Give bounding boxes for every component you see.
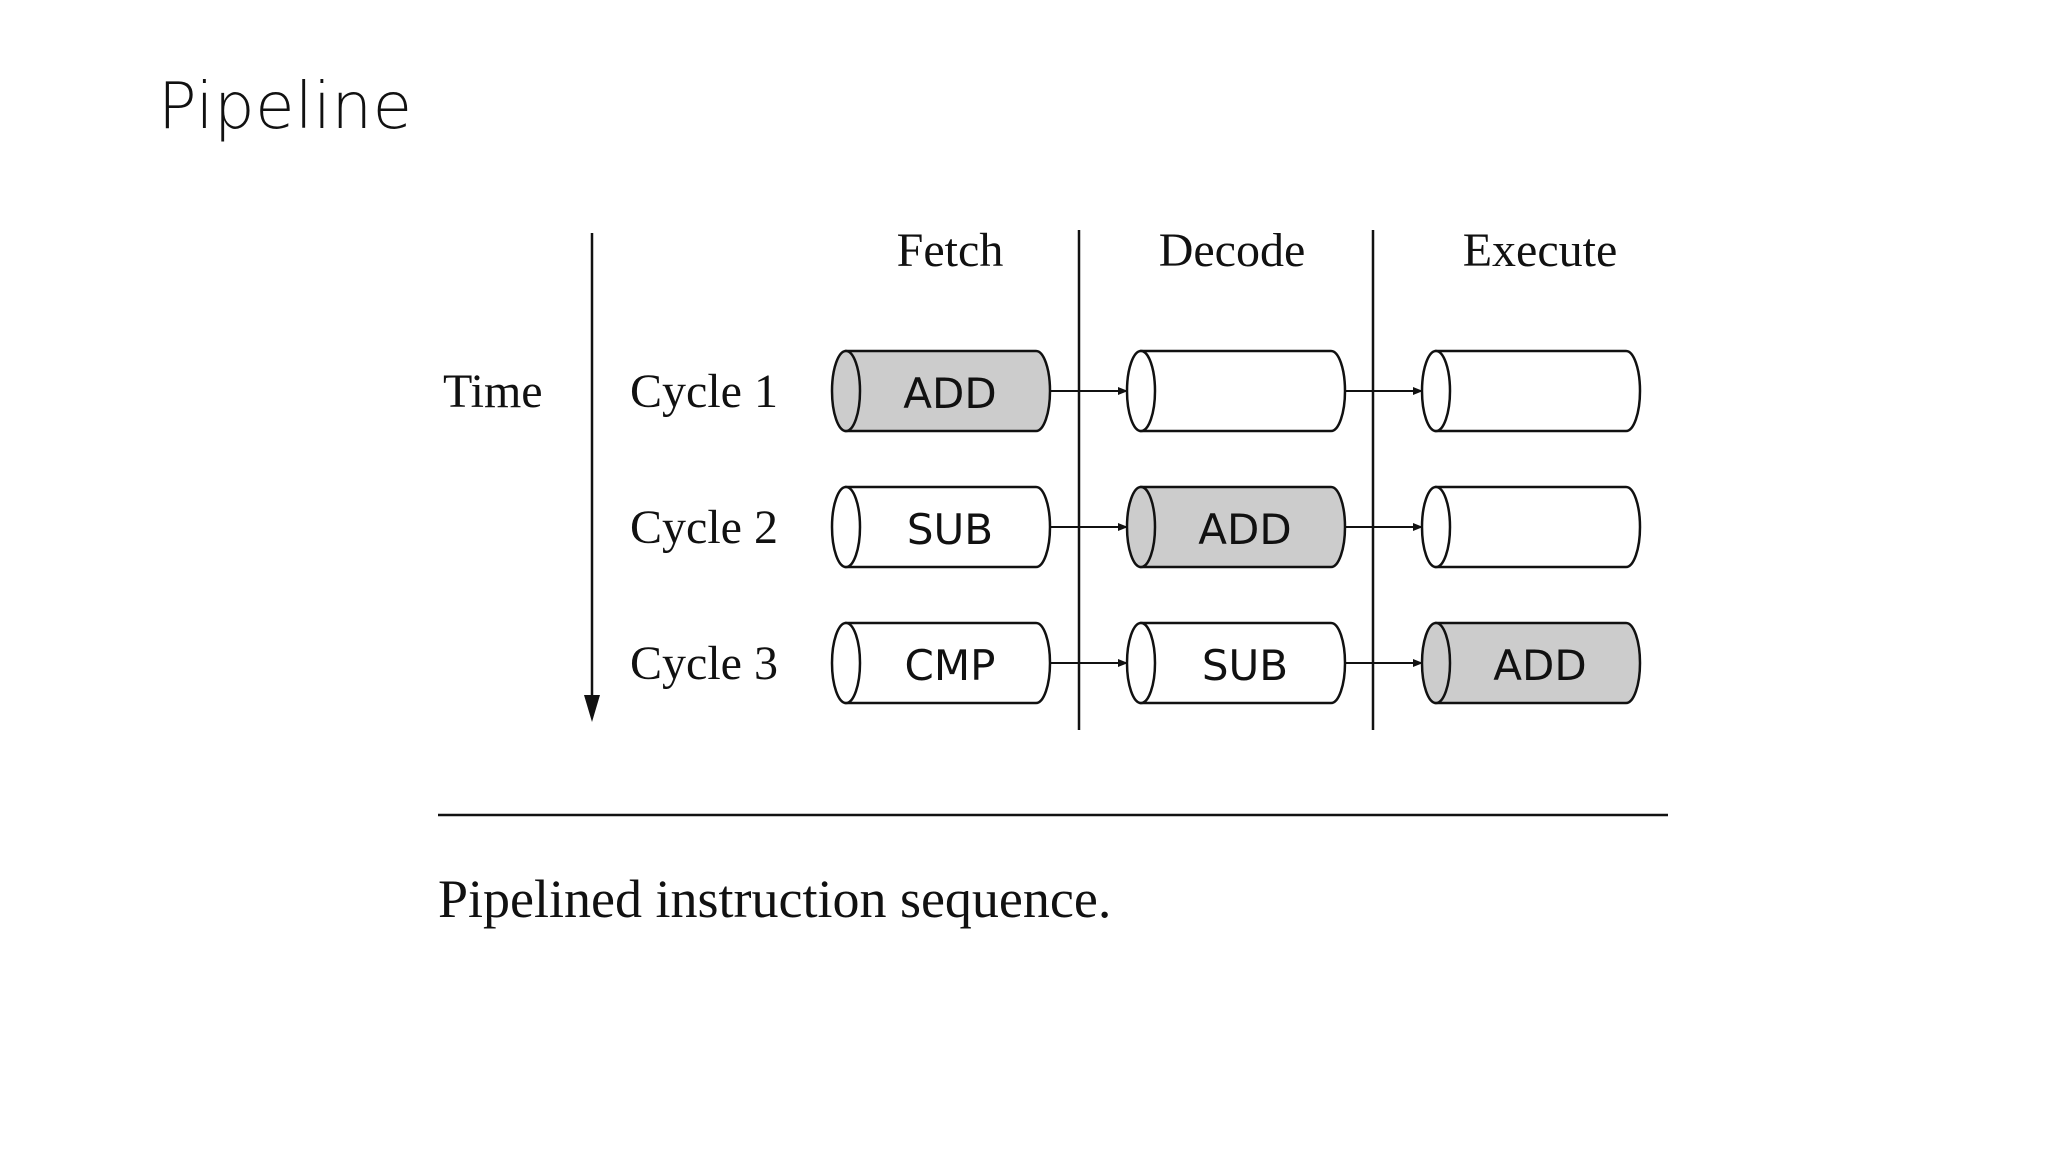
cylinder-cycle3-execute: ADD	[1420, 621, 1642, 705]
stage-header-fetch: Fetch	[897, 224, 1004, 277]
cylinder-cycle1-decode	[1125, 349, 1347, 433]
time-label: Time	[443, 365, 543, 418]
time-axis-arrowhead	[584, 695, 600, 722]
cylinder-cycle1-fetch: ADD	[830, 349, 1052, 433]
cell-text: CMP	[905, 641, 996, 690]
cylinder-cycle1-execute	[1420, 349, 1642, 433]
cylinder-cycle3-decode: SUB	[1125, 621, 1347, 705]
cylinder-cycle2-decode: ADD	[1125, 485, 1347, 569]
stage-header-decode: Decode	[1159, 224, 1306, 277]
cell-text: SUB	[1202, 641, 1288, 690]
cylinder-cycle2-fetch: SUB	[830, 485, 1052, 569]
figure-caption: Pipelined instruction sequence.	[438, 869, 1112, 929]
cycle-label-3: Cycle 3	[630, 637, 778, 690]
slide-title: Pipeline	[158, 70, 413, 144]
cycle-label-2: Cycle 2	[630, 501, 778, 554]
cell-text: ADD	[903, 369, 996, 418]
stage-header-execute: Execute	[1463, 224, 1618, 277]
cycle-label-1: Cycle 1	[630, 365, 778, 418]
cell-text: ADD	[1198, 505, 1291, 554]
cell-text: SUB	[907, 505, 993, 554]
cell-text: ADD	[1493, 641, 1586, 690]
cylinder-cycle3-fetch: CMP	[830, 621, 1052, 705]
cylinder-cycle2-execute	[1420, 485, 1642, 569]
